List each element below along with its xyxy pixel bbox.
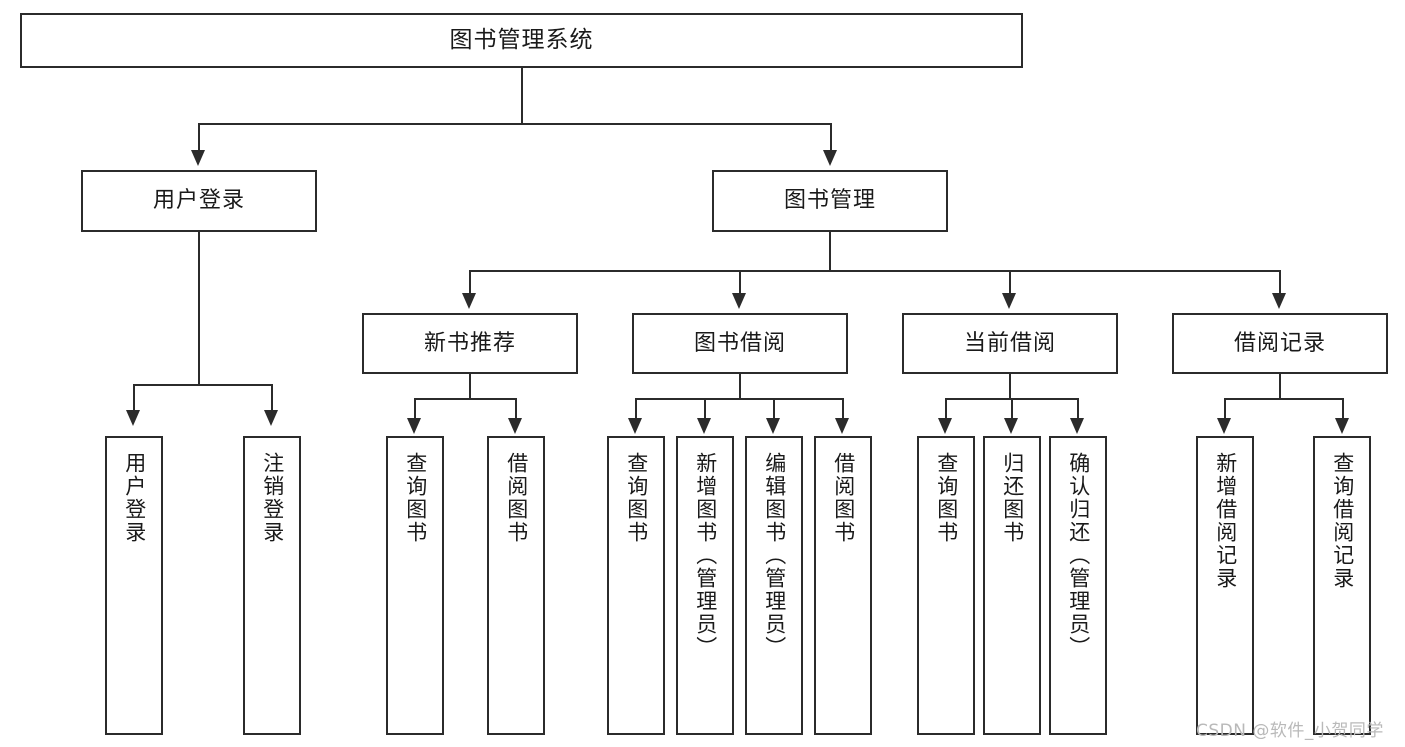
arrow-leaf-2-icon <box>264 410 278 426</box>
arrow-book-borrow-icon <box>732 293 746 309</box>
node-leaf-query-borrow-record[interactable]: 查询借阅记录 <box>1313 436 1371 735</box>
arrow-leaf-1-icon <box>126 410 140 426</box>
arrow-current-borrow-icon <box>1002 293 1016 309</box>
node-borrow-record[interactable]: 借阅记录 <box>1172 313 1388 374</box>
arrow-leaf-3-icon <box>407 418 421 434</box>
node-label-book-management: 图书管理 <box>783 188 876 214</box>
node-book-borrow[interactable]: 图书借阅 <box>632 313 848 374</box>
connector-bb-drop-1 <box>635 398 637 420</box>
node-label-leaf-logout-login: 注销登录 <box>260 452 285 544</box>
node-new-book-recommend[interactable]: 新书推荐 <box>362 313 578 374</box>
node-leaf-confirm-return-admin[interactable]: 确认归还（管理员） <box>1049 436 1107 735</box>
node-label-leaf-add-borrow-record: 新增借阅记录 <box>1213 452 1238 590</box>
connector-ul-drop-1 <box>133 384 135 412</box>
node-label-user-login: 用户登录 <box>152 188 245 214</box>
connector-bm-drop-2 <box>739 270 741 297</box>
node-leaf-edit-book-admin[interactable]: 编辑图书（管理员） <box>745 436 803 735</box>
node-label-leaf-user-login: 用户登录 <box>122 452 147 544</box>
node-leaf-return-book[interactable]: 归还图书 <box>983 436 1041 735</box>
connector-root-drop-right <box>830 123 832 153</box>
connector-root-drop-left <box>198 123 200 153</box>
arrow-leaf-13-icon <box>1335 418 1349 434</box>
connector-bm-drop-1 <box>469 270 471 297</box>
connector-br-bus <box>1224 398 1342 400</box>
arrow-leaf-6-icon <box>697 418 711 434</box>
node-leaf-user-login[interactable]: 用户登录 <box>105 436 163 735</box>
arrow-leaf-5-icon <box>628 418 642 434</box>
connector-br-drop-1 <box>1224 398 1226 420</box>
connector-root-stem <box>521 68 523 123</box>
node-label-leaf-confirm-return-admin: 确认归还（管理员） <box>1066 452 1091 659</box>
node-leaf-logout-login[interactable]: 注销登录 <box>243 436 301 735</box>
connector-nbr-bus <box>414 398 516 400</box>
connector-bb-drop-2 <box>704 398 706 420</box>
node-label-leaf-query-book-recommend: 查询图书 <box>403 452 428 544</box>
connector-bb-drop-3 <box>773 398 775 420</box>
connector-bb-drop-4 <box>842 398 844 420</box>
node-leaf-borrow-book[interactable]: 借阅图书 <box>814 436 872 735</box>
connector-ul-bus <box>133 384 272 386</box>
connector-bm-drop-3 <box>1009 270 1011 297</box>
arrow-leaf-4-icon <box>508 418 522 434</box>
arrow-leaf-8-icon <box>835 418 849 434</box>
node-current-borrow[interactable]: 当前借阅 <box>902 313 1118 374</box>
connector-bm-bus <box>469 270 1280 272</box>
connector-cb-drop-3 <box>1077 398 1079 420</box>
node-label-new-book-recommend: 新书推荐 <box>423 330 516 356</box>
connector-nbr-stem <box>469 374 471 398</box>
node-label-root: 图书管理系统 <box>449 27 594 54</box>
node-label-leaf-query-borrow-record: 查询借阅记录 <box>1330 452 1355 590</box>
node-book-management[interactable]: 图书管理 <box>712 170 948 232</box>
node-label-book-borrow: 图书借阅 <box>693 330 786 356</box>
arrow-book-management-icon <box>823 150 837 166</box>
connector-cb-drop-1 <box>945 398 947 420</box>
arrow-leaf-10-icon <box>1004 418 1018 434</box>
node-label-leaf-edit-book-admin: 编辑图书（管理员） <box>762 452 787 659</box>
connector-bm-stem <box>829 232 831 270</box>
node-leaf-query-book-recommend[interactable]: 查询图书 <box>386 436 444 735</box>
node-leaf-add-borrow-record[interactable]: 新增借阅记录 <box>1196 436 1254 735</box>
connector-cb-drop-2 <box>1011 398 1013 420</box>
node-label-current-borrow: 当前借阅 <box>963 330 1056 356</box>
arrow-leaf-12-icon <box>1217 418 1231 434</box>
connector-bb-stem <box>739 374 741 398</box>
arrow-leaf-11-icon <box>1070 418 1084 434</box>
connector-br-stem <box>1279 374 1281 398</box>
arrow-new-book-icon <box>462 293 476 309</box>
connector-root-bus <box>198 123 830 125</box>
node-label-leaf-query-book-borrow: 查询图书 <box>624 452 649 544</box>
arrow-borrow-record-icon <box>1272 293 1286 309</box>
node-label-leaf-query-book-current: 查询图书 <box>934 452 959 544</box>
arrow-leaf-9-icon <box>938 418 952 434</box>
node-leaf-borrow-book-recommend[interactable]: 借阅图书 <box>487 436 545 735</box>
node-label-borrow-record: 借阅记录 <box>1233 330 1326 356</box>
arrow-leaf-7-icon <box>766 418 780 434</box>
node-root[interactable]: 图书管理系统 <box>20 13 1023 68</box>
connector-ul-drop-2 <box>271 384 273 412</box>
connector-cb-stem <box>1009 374 1011 398</box>
connector-ul-stem <box>198 232 200 384</box>
node-label-leaf-add-book-admin: 新增图书（管理员） <box>693 452 718 659</box>
node-user-login[interactable]: 用户登录 <box>81 170 317 232</box>
node-label-leaf-return-book: 归还图书 <box>1000 452 1025 544</box>
connector-bb-bus <box>635 398 843 400</box>
connector-br-drop-2 <box>1342 398 1344 420</box>
connector-nbr-drop-2 <box>515 398 517 420</box>
connector-bm-drop-4 <box>1279 270 1281 297</box>
connector-nbr-drop-1 <box>414 398 416 420</box>
node-leaf-add-book-admin[interactable]: 新增图书（管理员） <box>676 436 734 735</box>
node-label-leaf-borrow-book-recommend: 借阅图书 <box>504 452 529 544</box>
node-leaf-query-book-borrow[interactable]: 查询图书 <box>607 436 665 735</box>
node-leaf-query-book-current[interactable]: 查询图书 <box>917 436 975 735</box>
arrow-user-login-icon <box>191 150 205 166</box>
node-label-leaf-borrow-book: 借阅图书 <box>831 452 856 544</box>
